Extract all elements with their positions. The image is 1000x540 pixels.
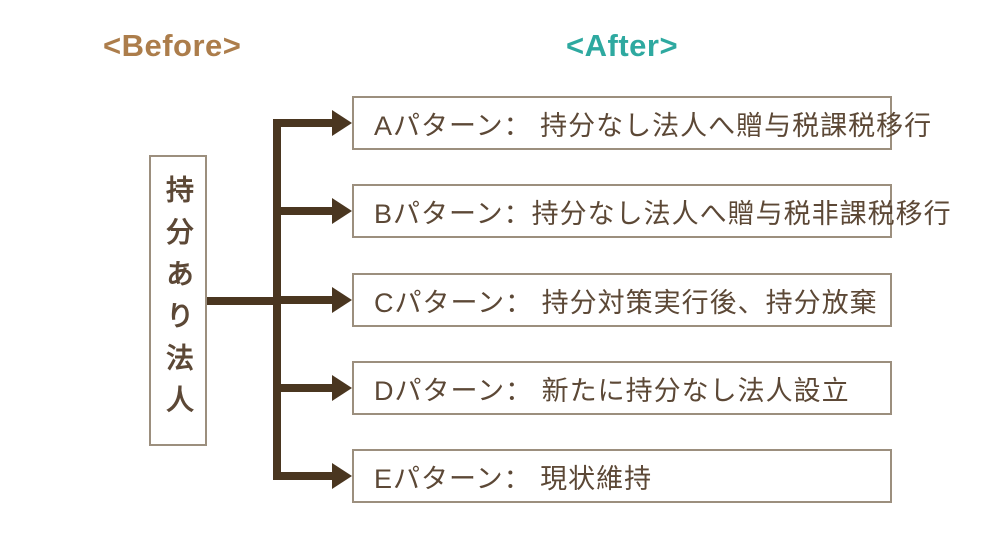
pattern-box-d: Dパターン： 新たに持分なし法人設立: [352, 361, 892, 415]
arrowhead-icon-e: [332, 463, 352, 489]
source-box: 持分あり法人: [149, 155, 207, 446]
connector-branch-b: [273, 207, 335, 215]
connector-branch-e: [273, 472, 335, 480]
arrowhead-icon-a: [332, 110, 352, 136]
arrowhead-icon-d: [332, 375, 352, 401]
pattern-box-c: Cパターン： 持分対策実行後、持分放棄: [352, 273, 892, 327]
connector-stem: [207, 297, 281, 305]
connector-branch-a: [273, 119, 335, 127]
arrowhead-icon-c: [332, 287, 352, 313]
source-box-label: 持分あり法人: [163, 174, 194, 427]
after-label: <After>: [566, 28, 679, 63]
arrowhead-icon-b: [332, 198, 352, 224]
pattern-box-e: Eパターン： 現状維持: [352, 449, 892, 503]
before-label: <Before>: [103, 28, 242, 63]
pattern-box-a: Aパターン： 持分なし法人へ贈与税課税移行: [352, 96, 931, 150]
pattern-box-b: Bパターン：持分なし法人へ贈与税非課税移行: [352, 184, 951, 238]
connector-branch-c: [273, 296, 335, 304]
connector-branch-d: [273, 384, 335, 392]
